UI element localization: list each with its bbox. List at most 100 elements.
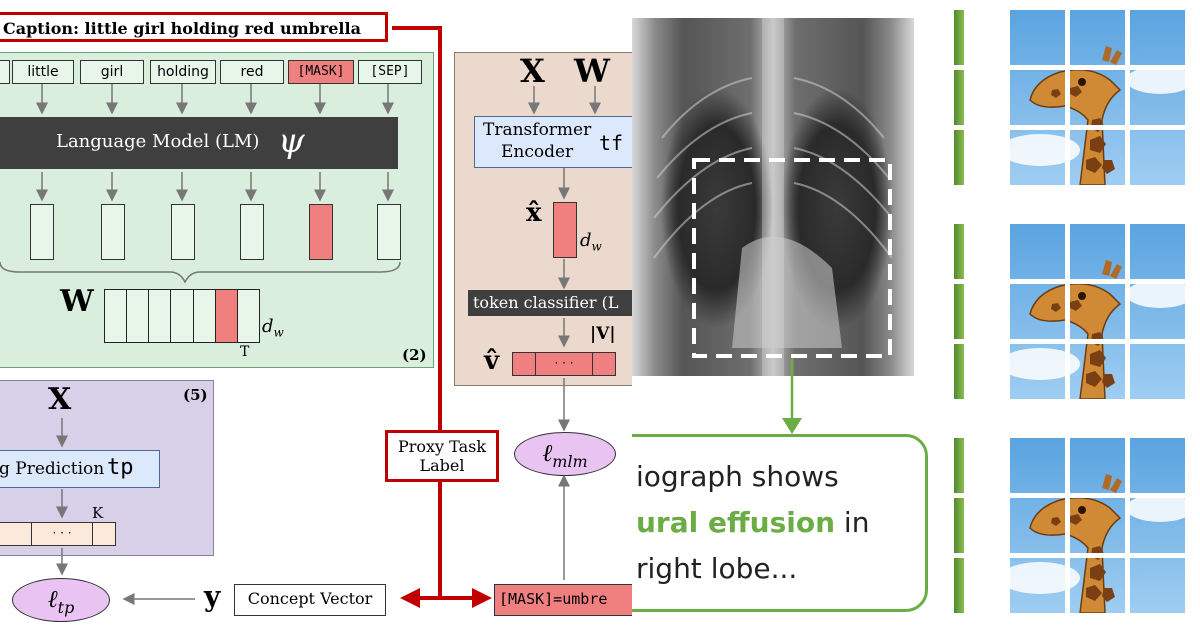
- language-model-block: Language Model (LM) ψ: [0, 117, 398, 169]
- jigsaw-tile: [1130, 130, 1185, 185]
- x-symbol: X: [520, 52, 545, 90]
- jigsaw-tile: [1130, 438, 1185, 493]
- giraffe-image-fragment: [1130, 10, 1185, 65]
- output-vector: [240, 204, 264, 260]
- jigsaw-tile: [1130, 344, 1185, 399]
- giraffe-image-fragment: [1070, 558, 1125, 613]
- v-hat-dots: · · ·: [536, 353, 593, 375]
- giraffe-image-fragment: [1070, 224, 1125, 279]
- jigsaw-tile: [1070, 498, 1125, 553]
- giraffe-image-fragment: [1070, 344, 1125, 399]
- dw-main: d: [580, 230, 592, 251]
- giraffe-image-fragment: [1010, 558, 1065, 613]
- w-matrix-column: [127, 290, 150, 342]
- giraffe-image-fragment: [1130, 438, 1185, 493]
- v-hat-cell: [593, 353, 615, 375]
- w-matrix-column: [193, 290, 216, 342]
- jigsaw-tile: [1130, 70, 1185, 125]
- radiology-report-box: [632, 434, 928, 612]
- method-diagram: Caption: little girl holding red umbrell…: [0, 12, 636, 622]
- tf-label: tf: [599, 131, 624, 155]
- green-image-strip: [954, 498, 964, 553]
- w-matrix-mask-column: [215, 290, 238, 342]
- w-matrix-column: [171, 290, 194, 342]
- w-matrix-column: [149, 290, 172, 342]
- t-label: T: [240, 344, 250, 360]
- loss-subscript: tp: [57, 597, 75, 617]
- token-box: holding: [150, 60, 216, 84]
- radiology-report-text: iograph shows ural effusion in right lob…: [636, 454, 869, 592]
- giraffe-image-fragment: [1010, 70, 1065, 125]
- w-symbol: W: [574, 52, 610, 90]
- token-classifier-label: token classifier (L: [473, 293, 619, 312]
- v-hat-symbol: v̂: [484, 346, 500, 376]
- green-image-strip: [954, 558, 964, 613]
- jigsaw-tile: [1070, 558, 1125, 613]
- token-label: [SEP]: [370, 64, 410, 79]
- jigsaw-tile: [1070, 70, 1125, 125]
- jigsaw-tile: [1130, 558, 1185, 613]
- proxy-label-line2: Label: [419, 456, 465, 475]
- giraffe-image-fragment: [1010, 284, 1065, 339]
- giraffe-image-fragment: [1010, 344, 1065, 399]
- loss-symbol: ℓ: [47, 585, 58, 613]
- xray-detail: [653, 18, 893, 376]
- token-box: little: [12, 60, 74, 84]
- panel-number-5: (5): [183, 386, 208, 404]
- giraffe-image-fragment: [1130, 558, 1185, 613]
- proxy-label-line1: Proxy Task: [397, 437, 487, 456]
- giraffe-image-fragment: [1070, 70, 1125, 125]
- giraffe-image-fragment: [1010, 224, 1065, 279]
- w-matrix-symbol: W: [60, 284, 94, 319]
- giraffe-image-fragment: [1130, 498, 1185, 553]
- panel-number-2: (2): [402, 346, 427, 364]
- jigsaw-tile: [1010, 284, 1065, 339]
- mask-target-box: [MASK]=umbre: [494, 584, 636, 616]
- output-vector: [171, 204, 195, 260]
- report-line: right lobe...: [636, 552, 798, 585]
- tag-vector-cell: [93, 523, 115, 545]
- token-box: red: [220, 60, 284, 84]
- jigsaw-tile: [1070, 284, 1125, 339]
- mlm-loss-node: ℓmlm: [514, 432, 616, 476]
- transformer-encoder-block: Transformer Encoder tf: [474, 116, 636, 168]
- vocab-size-label: |V|: [590, 324, 616, 344]
- jigsaw-tile: [1010, 224, 1065, 279]
- mask-token-box: [MASK]: [288, 60, 354, 84]
- jigsaw-tile: [1070, 438, 1125, 493]
- report-highlight: ural effusion: [636, 506, 836, 539]
- tag-vector-dots: · · ·: [32, 523, 93, 545]
- green-image-strip: [954, 70, 964, 125]
- y-symbol: y: [204, 580, 221, 613]
- jigsaw-tile: [1010, 130, 1065, 185]
- w-matrix-column: [237, 290, 259, 342]
- giraffe-image-fragment: [1070, 284, 1125, 339]
- loss-subscript: mlm: [552, 451, 588, 471]
- jigsaw-tile: [1010, 344, 1065, 399]
- dw-sub: w: [273, 325, 284, 340]
- v-hat-vector: · · ·: [512, 352, 616, 376]
- dw-label: dw: [262, 316, 284, 340]
- tag-vector: · · ·: [0, 522, 116, 546]
- tag-prediction-block: g Prediction tp: [0, 450, 160, 488]
- output-vector: [377, 204, 401, 260]
- jigsaw-puzzle-panel: [950, 0, 1200, 630]
- green-image-strip: [954, 224, 964, 279]
- tp-loss-node: ℓtp: [12, 578, 110, 622]
- giraffe-image-fragment: [1070, 498, 1125, 553]
- loss-symbol: ℓ: [542, 439, 553, 467]
- dw-sub: w: [591, 239, 602, 254]
- jigsaw-tile: [1070, 224, 1125, 279]
- report-rest: in: [835, 506, 870, 539]
- x-hat-symbol: x̂: [526, 198, 542, 228]
- output-vector: [101, 204, 125, 260]
- token-label: little: [27, 64, 59, 80]
- green-image-strip: [954, 10, 964, 65]
- tp-label: tp: [107, 455, 134, 480]
- proxy-task-label-box: Proxy Task Label: [385, 430, 499, 482]
- jigsaw-tile: [1070, 344, 1125, 399]
- giraffe-image-fragment: [1130, 70, 1185, 125]
- tag-vector-cell: [0, 523, 32, 545]
- giraffe-image-fragment: [1010, 130, 1065, 185]
- lm-psi-symbol: ψ: [278, 121, 305, 161]
